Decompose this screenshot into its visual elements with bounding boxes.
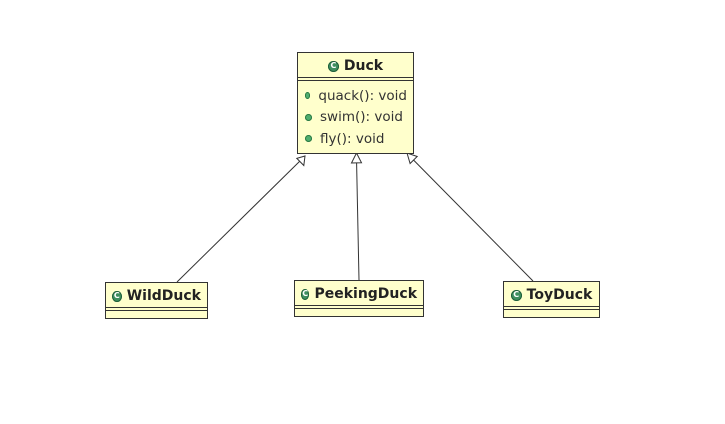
class-c-icon: C: [301, 288, 310, 300]
class-header: C Duck: [298, 53, 413, 77]
method-label: swim(): void: [320, 109, 403, 126]
class-box-toyduck[interactable]: C ToyDuck: [503, 281, 600, 318]
attributes-compartment: [504, 306, 599, 309]
class-box-peekingduck[interactable]: C PeekingDuck: [294, 280, 424, 317]
public-method-icon: [305, 135, 312, 143]
method-item[interactable]: fly(): void: [304, 128, 407, 150]
generalization-line-peekingduck: [356, 162, 360, 281]
attributes-compartment: [298, 77, 413, 80]
attributes-compartment: [106, 307, 207, 310]
class-name: WildDuck: [126, 288, 201, 304]
generalization-line-toyduck: [413, 159, 534, 282]
public-method-icon: [305, 113, 312, 121]
class-header: C PeekingDuck: [295, 281, 423, 305]
generalization-arrowhead-toyduck: [406, 152, 419, 165]
attributes-compartment: [295, 305, 423, 308]
class-c-icon: C: [510, 289, 522, 301]
class-name: PeekingDuck: [314, 286, 417, 302]
class-c-icon: C: [327, 60, 339, 72]
class-header: C WildDuck: [106, 283, 207, 307]
class-header: C ToyDuck: [504, 282, 599, 306]
method-label: fly(): void: [320, 130, 385, 147]
class-name: ToyDuck: [526, 287, 593, 303]
method-item[interactable]: swim(): void: [304, 107, 407, 129]
generalization-arrowhead-peekingduck: [350, 151, 363, 164]
generalization-line-wildduck: [176, 159, 302, 283]
class-box-wildduck[interactable]: C WildDuck: [105, 282, 208, 319]
class-box-duck[interactable]: C Duck quack(): void swim(): void fly():…: [297, 52, 414, 154]
methods-compartment: quack(): void swim(): void fly(): void: [298, 83, 413, 152]
methods-compartment: [504, 309, 599, 312]
generalization-arrowhead-wildduck: [295, 155, 306, 167]
method-item[interactable]: quack(): void: [304, 85, 407, 107]
methods-compartment: [295, 308, 423, 311]
methods-compartment: [106, 310, 207, 313]
class-c-icon: C: [112, 290, 122, 302]
class-name: Duck: [343, 58, 384, 74]
public-method-icon: [305, 92, 311, 100]
methods-separator: [298, 80, 413, 83]
method-label: quack(): void: [318, 87, 407, 104]
